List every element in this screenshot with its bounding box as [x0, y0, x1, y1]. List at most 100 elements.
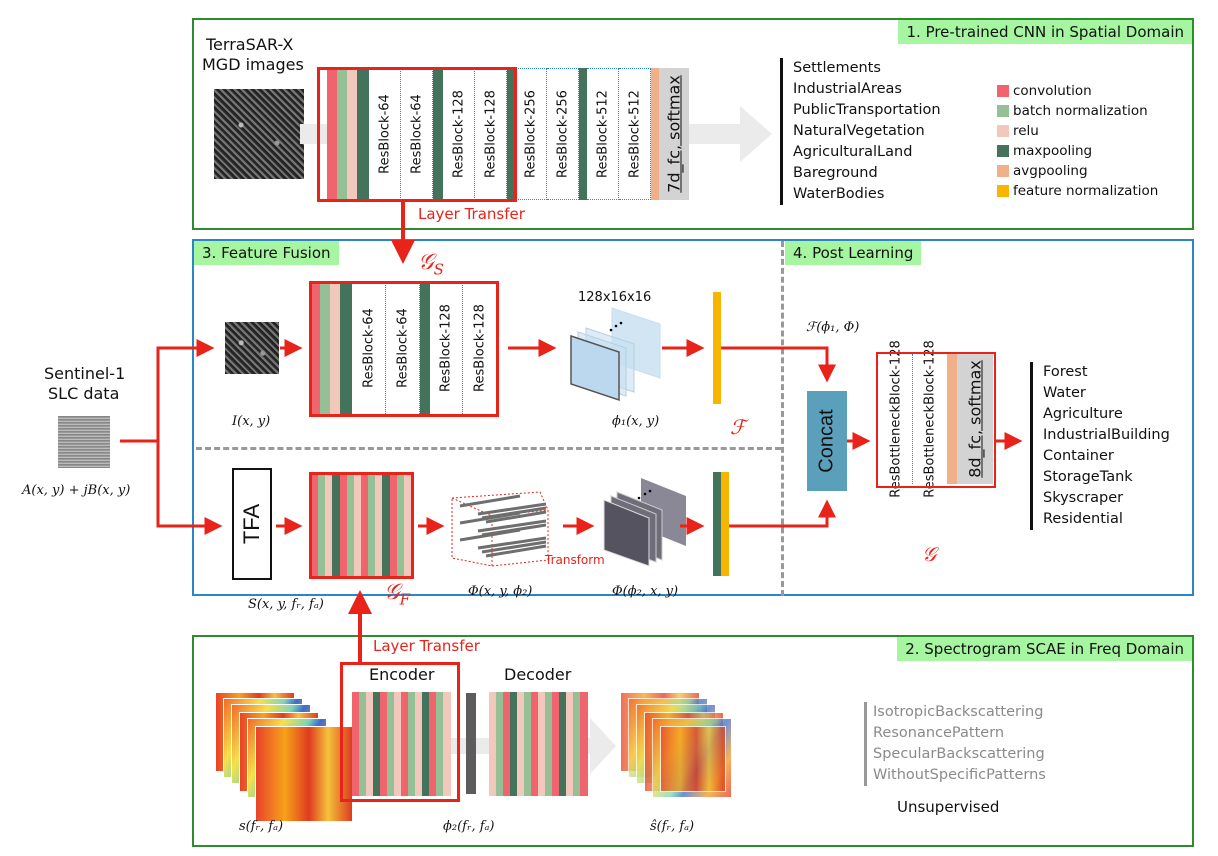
- divider-vertical: [781, 241, 784, 596]
- gf-stack: [311, 474, 412, 576]
- stripe-relu: [489, 692, 497, 796]
- resblock: ResBlock-64: [369, 68, 401, 200]
- terrasar-label-line2: MGD images: [202, 55, 304, 74]
- resblock: ResBlock-512: [587, 68, 619, 200]
- stripe-maxpooling: [510, 692, 518, 796]
- legend-swatch: [997, 85, 1009, 97]
- legend-item: relu: [997, 121, 1158, 141]
- concat-label: Concat: [815, 409, 838, 473]
- legend: convolution batch normalization relu max…: [997, 81, 1158, 201]
- stripe-maxpooling: [433, 68, 443, 200]
- encoder-stack: [352, 692, 451, 796]
- panel-spectrogram-scae: 2. Spectrogram SCAE in Freq Domain: [192, 635, 1194, 847]
- gf-frame: [309, 472, 414, 579]
- stripe-avgpooling: [651, 68, 659, 200]
- stripe-batch-normalization: [318, 474, 326, 576]
- gs-subscript: S: [433, 260, 444, 279]
- stripe-relu: [353, 474, 362, 576]
- stripe-batch-normalization: [387, 692, 395, 796]
- stripe-relu: [443, 692, 451, 796]
- phi1-label: ϕ₁(x, y): [612, 414, 660, 429]
- panel4-title: 4. Post Learning: [785, 241, 922, 265]
- sentinel-label-line2: SLC data: [48, 384, 120, 403]
- stripe-convolution: [531, 692, 539, 796]
- layer-transfer-label-bottom: Layer Transfer: [373, 637, 480, 655]
- post-learning-stack: ResBottleneckBlock-128 ResBottleneckBloc…: [879, 340, 993, 498]
- sentinel-label-line1: Sentinel-1: [44, 364, 126, 383]
- stripe-batch-normalization: [368, 474, 376, 576]
- transferred-layers-frame: [317, 67, 517, 202]
- stripe-batch-normalization: [408, 692, 416, 796]
- stripe-convolution: [401, 692, 409, 796]
- legend-item: batch normalization: [997, 101, 1158, 121]
- spectrogram-4d-label: S(x, y, fᵣ, fₐ): [248, 597, 324, 612]
- resblock: ResBlock-64: [386, 282, 420, 414]
- stripe-relu: [566, 692, 574, 796]
- legend-swatch: [997, 105, 1009, 117]
- resblock-label: ResBlock-512: [595, 90, 610, 178]
- stripe-convolution: [503, 692, 511, 796]
- stripe-convolution: [429, 692, 437, 796]
- encoder-frame: [340, 662, 460, 802]
- class-item: Skyscraper: [1043, 490, 1124, 506]
- stripe-maxpooling: [373, 692, 381, 796]
- resblock-label: ResBlock-512: [627, 90, 642, 178]
- stripe-maxpooling: [382, 474, 391, 576]
- fusion-formula: ℱ(ϕ₁, Φ): [806, 320, 860, 335]
- stripe-batch-normalization: [573, 692, 581, 796]
- class-item: Forest: [1043, 364, 1088, 380]
- g-frame: [876, 352, 996, 488]
- stripe-maxpooling: [340, 282, 352, 414]
- stripe-relu: [394, 692, 402, 796]
- stripe-relu: [330, 282, 340, 414]
- legend-swatch: [997, 185, 1009, 197]
- stripe-maxpooling: [422, 692, 430, 796]
- feature-dims-label: 128x16x16: [578, 290, 652, 305]
- feature-normalization-bar-bottom: [721, 472, 729, 576]
- stripe-convolution: [380, 692, 388, 796]
- stripe-avgpooling: [947, 354, 957, 484]
- gs-frame: [309, 281, 499, 417]
- legend-item: feature normalization: [997, 181, 1158, 201]
- image-label: I(x, y): [232, 414, 271, 429]
- legend-item: avgpooling: [997, 161, 1158, 181]
- stripe-convolution: [580, 692, 588, 796]
- phi-cube-label: Φ(x, y, ϕ₂): [468, 584, 533, 599]
- legend-swatch: [997, 165, 1009, 177]
- stripe-relu: [366, 692, 374, 796]
- cnn-stack: ResBlock-64 ResBlock-64 ResBlock-128 Res…: [327, 68, 689, 200]
- fc-softmax-block: 8d_fc, softmax: [957, 354, 993, 484]
- panel3-title: 3. Feature Fusion: [194, 241, 339, 265]
- stripe-batch-normalization: [346, 474, 355, 576]
- legend-label: relu: [1013, 123, 1039, 139]
- resblock: ResBlock-64: [401, 68, 433, 200]
- gf-subscript: F: [399, 590, 411, 609]
- stripe-maxpooling: [579, 68, 587, 200]
- s1-class-list: Forest Water Agriculture IndustrialBuild…: [1030, 362, 1170, 530]
- bottleneck-block: ResBottleneckBlock-128: [879, 340, 913, 498]
- stripe-convolution: [389, 474, 398, 576]
- stripe-convolution: [327, 68, 337, 200]
- transform-label: Transform: [545, 553, 605, 567]
- stripe-relu: [517, 692, 525, 796]
- gs-symbol: 𝒢S: [418, 250, 444, 278]
- bottleneck-block: ResBottleneckBlock-128: [913, 340, 947, 498]
- spectrogram-output-label: ŝ(fᵣ, fₐ): [650, 819, 695, 834]
- legend-label: batch normalization: [1013, 103, 1148, 119]
- resblock: ResBlock-128: [463, 282, 496, 414]
- class-item: Container: [1043, 448, 1114, 464]
- resblock: ResBlock-128: [430, 282, 463, 414]
- stripe-convolution: [310, 282, 320, 414]
- class-item: NaturalVegetation: [793, 123, 925, 139]
- stripe-relu: [325, 474, 333, 576]
- class-item: Water: [1043, 385, 1086, 401]
- code-bar: [466, 693, 476, 794]
- class-item: StorageTank: [1043, 469, 1133, 485]
- stripe-batch-normalization: [396, 474, 405, 576]
- gray-flow-arrow-head-bottom: [590, 718, 616, 774]
- class-item: Agriculture: [1043, 406, 1123, 422]
- resblock: ResBlock-256: [547, 68, 579, 200]
- stripe-convolution: [311, 474, 319, 576]
- feature-normalization-bar-top: [713, 292, 721, 404]
- panel1-title: 1. Pre-trained CNN in Spatial Domain: [898, 20, 1192, 44]
